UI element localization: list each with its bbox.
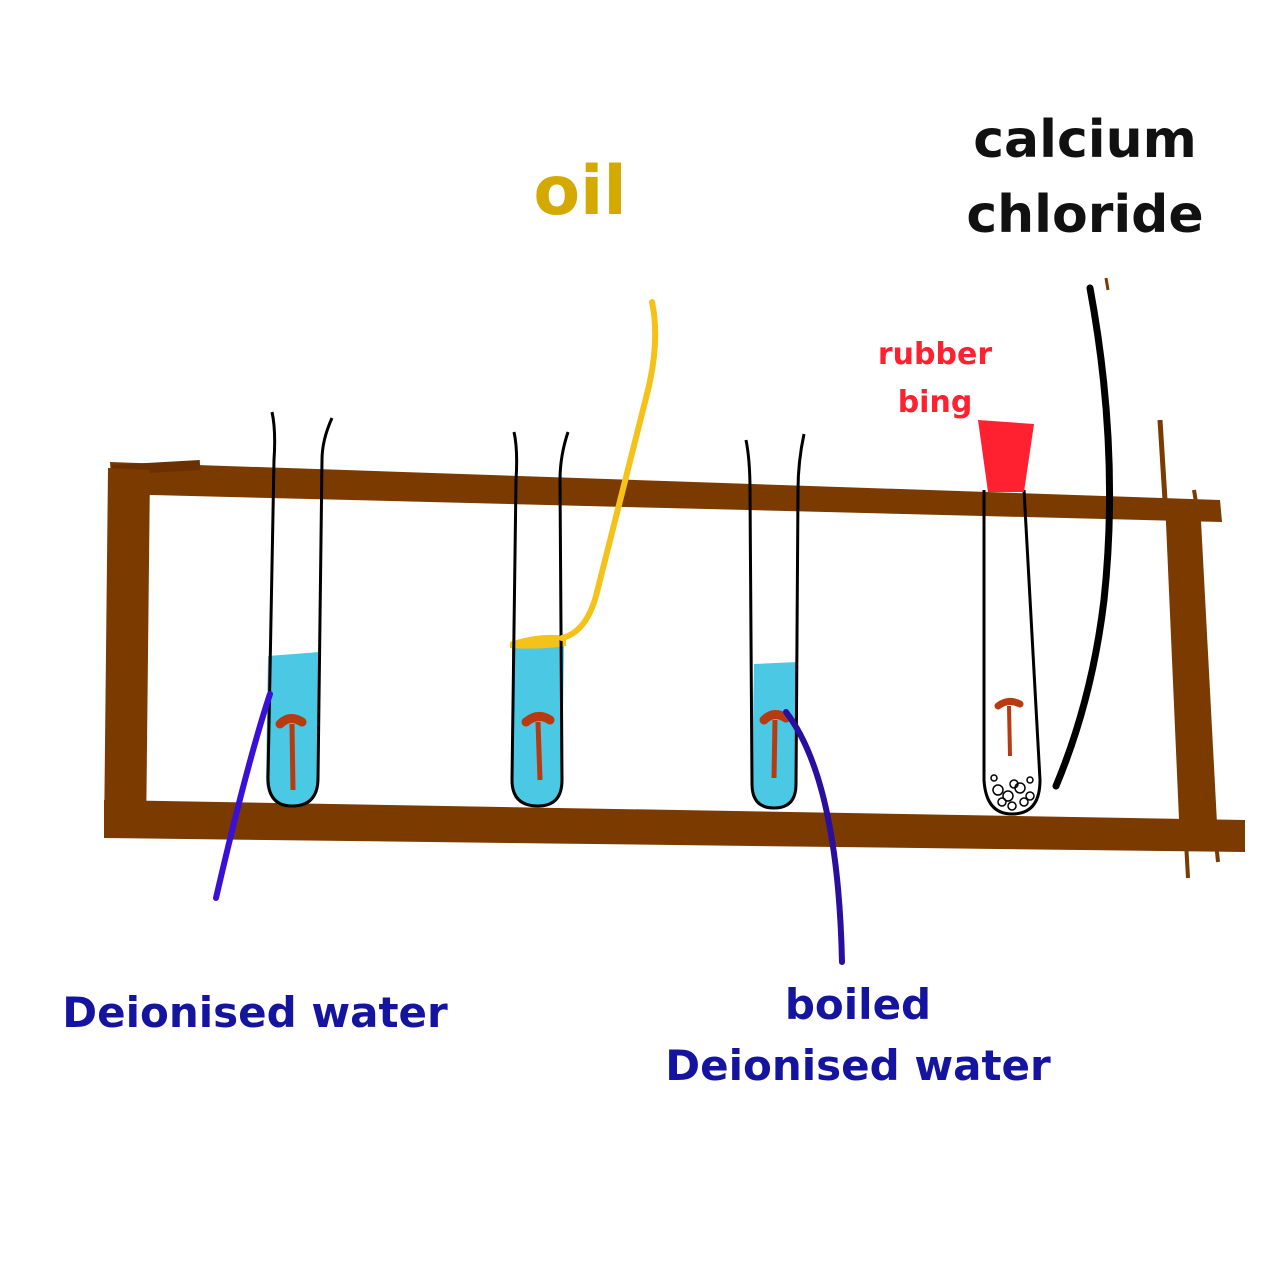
- tube-1-nail: [275, 714, 307, 791]
- deionised-water-label: Deionised water: [62, 988, 448, 1037]
- tube-1-glass: [266, 411, 334, 808]
- rack-right-stick-low-2: [1214, 841, 1220, 863]
- rack-bottom-bar: [104, 800, 1245, 852]
- test-tube-calcium-chloride: [978, 420, 1042, 816]
- rubber-bung-label-line-2: bing: [898, 385, 973, 420]
- tube-3-glass: [744, 433, 806, 810]
- tube-4-nail: [994, 697, 1024, 757]
- test-tube-oil: [510, 431, 570, 808]
- calcium-chloride-label-line-1: calcium: [973, 110, 1197, 170]
- rubber-bung: [978, 420, 1034, 492]
- test-tube-deionised-water: [266, 411, 334, 808]
- tube-2-glass: [510, 431, 570, 808]
- rack-right-stick: [1157, 419, 1168, 501]
- tube-2-oil-layer: [510, 634, 566, 649]
- rack-right-stick-low: [1184, 841, 1190, 879]
- calcium-chloride-granules: [990, 774, 1035, 811]
- rack-top-tick: [1192, 489, 1198, 503]
- rack-top-bar: [110, 462, 1222, 522]
- oil-label: oil: [533, 152, 626, 231]
- tube-3-nail: [759, 710, 791, 779]
- test-tube-boiled-water: [744, 433, 806, 810]
- rubber-bung-label-line-1: rubber: [878, 337, 992, 372]
- oil-pointer-line: [559, 299, 659, 641]
- calcium-chloride-label-line-2: chloride: [966, 185, 1203, 245]
- boiled-water-label-line-2: Deionised water: [665, 1041, 1051, 1090]
- calcium-chloride-pointer-line: [1052, 284, 1114, 790]
- calcium-chloride-pointer-tick: [1104, 277, 1110, 291]
- tube-2-nail: [521, 712, 555, 781]
- rack-left-post: [104, 468, 150, 838]
- tube-4-glass: [982, 489, 1042, 816]
- rack-right-post: [1165, 500, 1218, 842]
- boiled-water-pointer-line: [783, 709, 845, 965]
- test-tube-rack: [104, 419, 1245, 879]
- deionised-water-pointer-line: [213, 691, 273, 901]
- boiled-water-label-line-1: boiled: [785, 980, 931, 1029]
